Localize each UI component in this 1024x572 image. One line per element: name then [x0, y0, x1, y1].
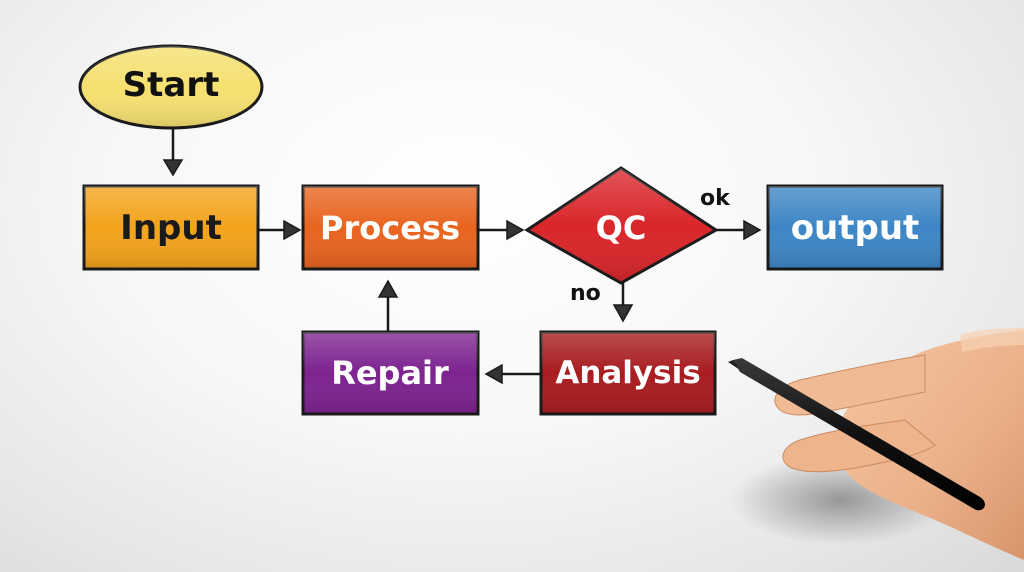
- node-qc-label: QC: [596, 209, 647, 247]
- node-start-label: Start: [123, 65, 220, 105]
- node-process-label: Process: [320, 209, 460, 247]
- node-repair: Repair: [301, 330, 480, 416]
- edge-repair-to-process: [377, 279, 399, 332]
- node-analysis-label: Analysis: [555, 355, 700, 391]
- node-repair-label: Repair: [331, 354, 449, 392]
- node-output: output: [766, 184, 944, 271]
- edge-input-to-process: [258, 219, 302, 241]
- node-qc: QC: [524, 166, 719, 285]
- node-input: Input: [82, 184, 260, 271]
- hand-with-pen-illustration: [728, 328, 1024, 560]
- node-start: Start: [78, 44, 264, 130]
- edge-label-no: no: [570, 281, 601, 306]
- edge-process-to-qc: [478, 219, 525, 241]
- edge-start-to-input: [162, 128, 184, 177]
- node-process: Process: [301, 184, 480, 271]
- node-output-label: output: [791, 208, 920, 248]
- node-input-label: Input: [120, 208, 222, 248]
- node-analysis: Analysis: [539, 330, 717, 416]
- edge-qc-to-output: [716, 219, 762, 241]
- edge-analysis-to-repair: [484, 363, 540, 385]
- edge-label-ok: ok: [700, 186, 731, 211]
- edge-qc-to-analysis: [612, 283, 634, 323]
